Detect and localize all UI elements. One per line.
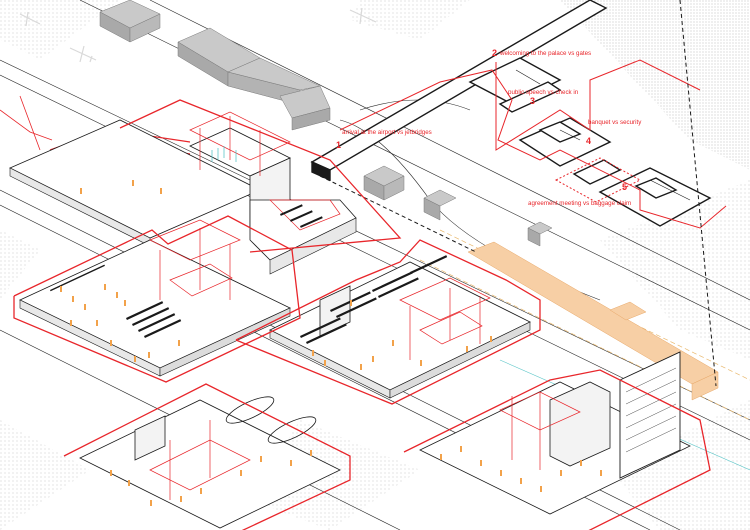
annotation-3-number: 3 bbox=[530, 96, 535, 106]
annotation-4-label: banquet vs security bbox=[588, 119, 642, 126]
annotation-1: 1 arrival at the airport vs jetbridges bbox=[336, 129, 432, 150]
airplane-icons bbox=[19, 7, 377, 63]
left-seats bbox=[49, 264, 182, 338]
platform-lower-right bbox=[419, 351, 691, 515]
annotation-3-label: public speech vs check in bbox=[508, 89, 579, 96]
annotation-1-number: 1 bbox=[336, 140, 341, 150]
terminal-bar bbox=[467, 241, 719, 401]
red-route-outlines bbox=[13, 99, 711, 530]
annotation-4: 4 banquet vs security bbox=[586, 119, 642, 146]
projection-lines bbox=[319, 0, 717, 387]
arrival-platform bbox=[9, 119, 357, 275]
context-buildings bbox=[99, 0, 553, 247]
palace-route bbox=[339, 59, 727, 229]
annotation-1-label: arrival at the airport vs jetbridges bbox=[342, 129, 432, 136]
annotation-5: 5 agreement meeting vs baggage claim bbox=[528, 182, 631, 207]
palace-building bbox=[310, 0, 712, 227]
platform-center bbox=[269, 261, 531, 399]
arrival-seats bbox=[280, 204, 323, 228]
annotation-5-label: agreement meeting vs baggage claim bbox=[528, 200, 631, 207]
annotation-3: 3 public speech vs check in bbox=[508, 89, 579, 106]
annotation-2: 2 welcoming to the palace vs gates bbox=[492, 48, 591, 58]
people bbox=[60, 180, 602, 506]
annotation-2-number: 2 bbox=[492, 48, 497, 58]
annotation-4-number: 4 bbox=[586, 136, 591, 146]
annotation-5-number: 5 bbox=[622, 182, 627, 192]
platform-left bbox=[19, 239, 291, 377]
annotation-2-label: welcoming to the palace vs gates bbox=[499, 50, 591, 57]
